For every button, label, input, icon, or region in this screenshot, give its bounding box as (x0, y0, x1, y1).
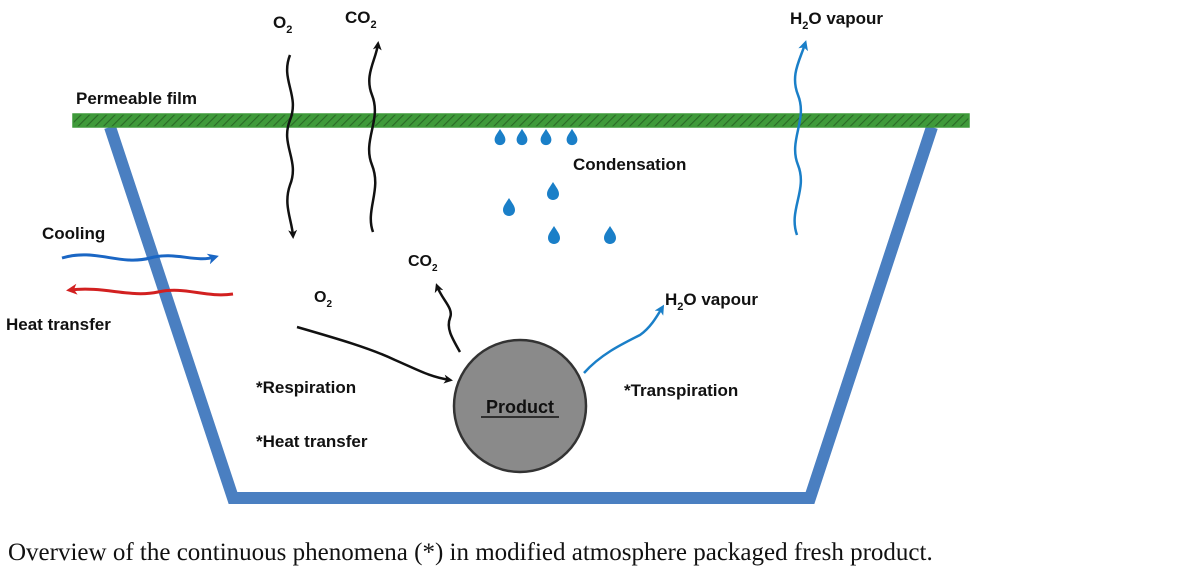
cooling-arrow (61, 253, 219, 265)
water-droplet-icon (547, 182, 559, 200)
water-droplet-icon (494, 128, 506, 146)
cooling-label: Cooling (42, 224, 105, 243)
condensation-label: Condensation (573, 155, 686, 174)
co2-out-arrow (367, 41, 382, 233)
package-tray (104, 125, 938, 504)
water-droplet-icon (503, 198, 515, 216)
water-droplet-icon (516, 128, 528, 146)
o2-to-product-arrow (296, 325, 453, 384)
water-droplet-icon (540, 128, 552, 146)
permeable-film-label: Permeable film (76, 89, 197, 108)
water-droplet-icon (548, 226, 560, 244)
o2-inner-label: O2 (314, 289, 332, 310)
water-droplet-icon (566, 128, 578, 146)
transpiration-label: *Transpiration (624, 381, 738, 400)
product-circle (452, 338, 588, 474)
o2-in-arrow (285, 54, 298, 239)
heat-transfer-arrow (66, 283, 234, 297)
heat-transfer-outside-label: Heat transfer (6, 315, 111, 334)
h2o-vapour-out-arrow (793, 40, 808, 236)
permeable-film (72, 113, 970, 128)
h2o-vapour-inner-label: H2O vapour (665, 290, 758, 313)
figure-caption: Overview of the continuous phenomena (*)… (8, 539, 933, 566)
co2-from-product-arrow (434, 283, 462, 353)
product-label: Product (486, 397, 554, 417)
h2o-from-product-arrow (583, 304, 665, 374)
co2-top-label: CO2 (345, 8, 377, 31)
respiration-label: *Respiration (256, 378, 356, 397)
co2-inner-label: CO2 (408, 253, 438, 274)
water-droplet-icon (604, 226, 616, 244)
condensation-droplets (494, 128, 616, 244)
h2o-vapour-top-label: H2O vapour (790, 9, 883, 32)
heat-transfer-inner-label: *Heat transfer (256, 432, 368, 451)
o2-top-label: O2 (273, 13, 292, 36)
